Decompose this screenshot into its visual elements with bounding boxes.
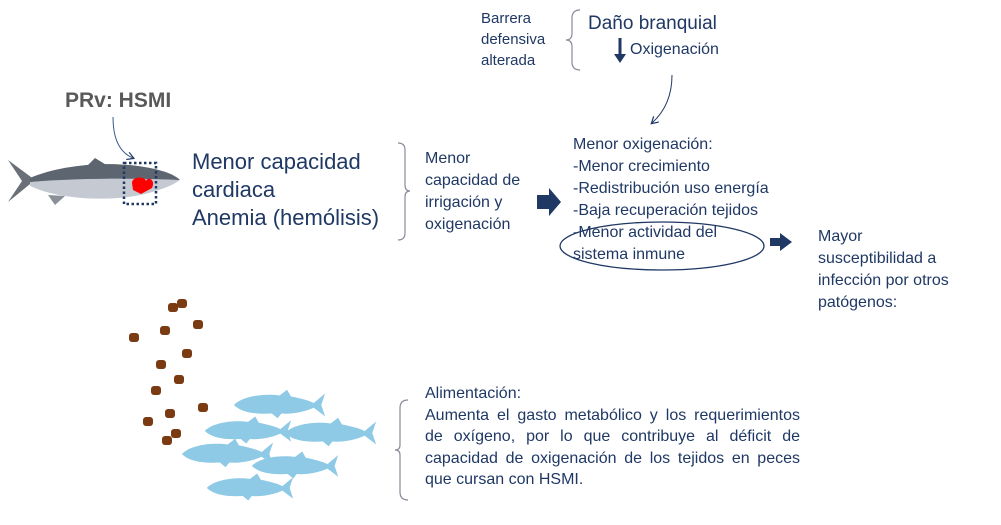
feeding-body: Aumenta el gasto metabólico y los requer… <box>425 406 800 489</box>
heart-highlight-box <box>122 161 158 206</box>
low-oxygen-item: -Baja recuperación tejidos <box>573 202 758 219</box>
barrier-text: Barrera defensiva alterada <box>481 8 545 71</box>
curved-arrow-virus <box>112 116 133 158</box>
feed-pellets <box>129 299 208 445</box>
down-arrow-icon <box>614 38 626 63</box>
heart-icon <box>132 177 154 194</box>
fish-school <box>181 389 377 501</box>
susceptibility-line: susceptibilidad a <box>818 250 937 267</box>
heart-effect-line: cardiaca <box>192 177 276 202</box>
feeding-bracket <box>394 399 409 501</box>
barrier-line: Barrera <box>481 10 532 27</box>
heart-effect-line: Menor capacidad <box>192 149 361 174</box>
virus-label: PRv: HSMI <box>65 89 172 112</box>
curved-arrow-gill <box>652 74 673 123</box>
feeding-title: Alimentación: <box>425 385 522 402</box>
irrigation-line: capacidad de <box>425 172 521 189</box>
block-arrow-icon <box>537 188 561 216</box>
feeding-text: Alimentación: Aumenta el gasto metabólic… <box>425 383 800 491</box>
irrigation-line: irrigación y <box>425 194 503 211</box>
low-oxygen-item: -Menor actividad del <box>573 224 718 241</box>
heart-effect-line: Anemia (hemólisis) <box>192 205 380 230</box>
gill-bracket <box>565 9 581 71</box>
salmon-illustration <box>8 158 180 205</box>
irrigation-line: Menor <box>425 150 471 167</box>
low-oxygen-item: sistema inmune <box>573 246 686 263</box>
low-oxygen-list: Menor oxigenación: -Menor crecimiento -R… <box>573 134 769 266</box>
gill-damage-text: Daño branquial <box>588 13 717 34</box>
heart-effects: Menor capacidad cardiaca Anemia (hemólis… <box>192 148 379 232</box>
susceptibility-line: Mayor <box>818 228 863 245</box>
barrier-line: defensiva <box>481 31 546 48</box>
low-oxygen-item: -Redistribución uso energía <box>573 180 769 197</box>
heart-bracket <box>397 142 411 241</box>
irrigation-line: oxigenación <box>425 216 511 233</box>
immune-highlight-ellipse <box>559 221 765 271</box>
small-arrow-icon <box>770 233 792 251</box>
low-oxygen-title: Menor oxigenación: <box>573 136 713 153</box>
susceptibility-text: Mayor susceptibilidad a infección por ot… <box>818 226 949 314</box>
oxygenation-down-text: Oxigenación <box>630 41 719 58</box>
barrier-line: alterada <box>481 52 536 69</box>
susceptibility-line: patógenos: <box>818 294 898 311</box>
irrigation-text: Menor capacidad de irrigación y oxigenac… <box>425 148 520 236</box>
susceptibility-line: infección por otros <box>818 272 949 289</box>
low-oxygen-item: -Menor crecimiento <box>573 158 710 175</box>
